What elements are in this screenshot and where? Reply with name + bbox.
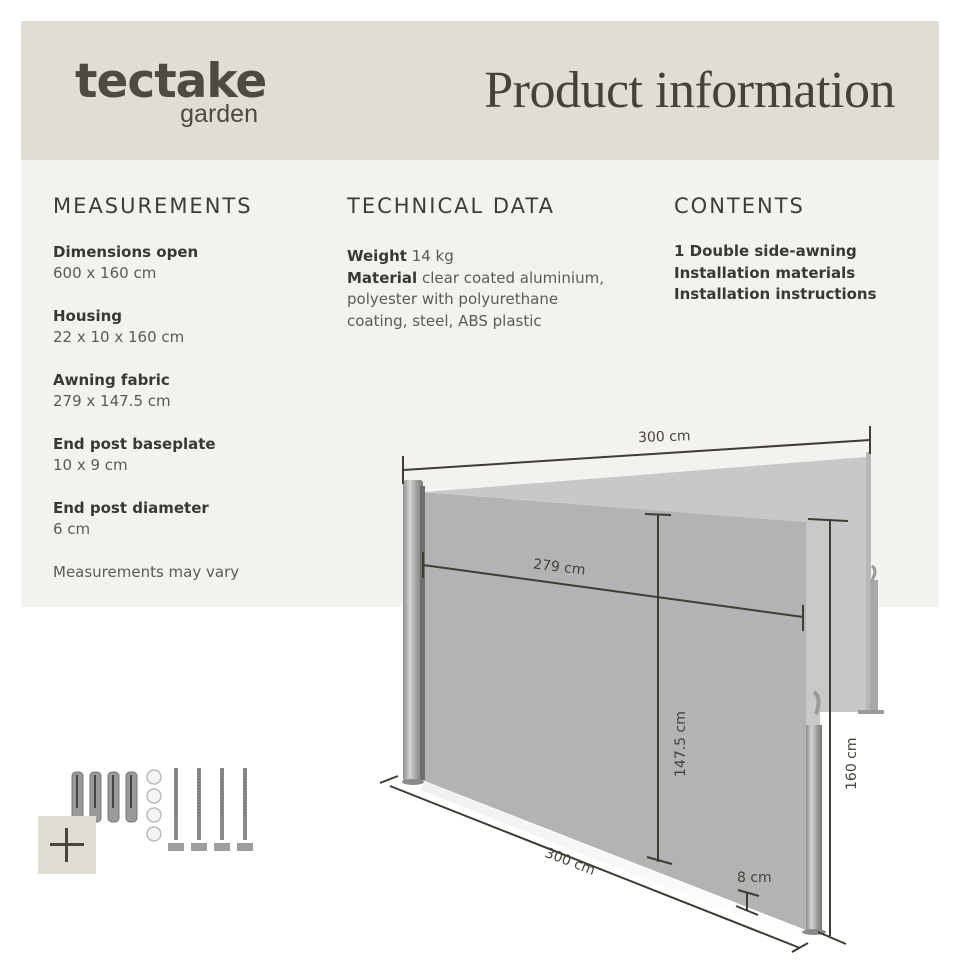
material-value: clear coated aluminium, — [421, 268, 604, 287]
weight-label: Weight — [347, 247, 407, 265]
contents-section: CONTENTS 1 Double side-awning Installati… — [674, 193, 877, 306]
measurement-item: End post baseplate 10 x 9 cm — [53, 434, 253, 476]
screws-icon — [174, 768, 247, 840]
material-label: Material — [347, 268, 418, 287]
dim-total-height: 160 cm — [844, 737, 860, 790]
measurements-section: MEASUREMENTS Dimensions open 600 x 160 c… — [53, 193, 253, 583]
brand-subname: garden — [180, 100, 258, 128]
material-line: Material clear coated aluminium, — [347, 268, 604, 290]
contents-item: 1 Double side-awning — [674, 242, 857, 260]
measurement-label: Dimensions open — [53, 243, 199, 261]
header-banner: tectake garden Product information — [21, 21, 939, 160]
measurement-label: Awning fabric — [53, 371, 170, 389]
measurement-item: End post diameter 6 cm — [53, 498, 253, 540]
washers-icon — [146, 769, 162, 842]
technical-data-section: TECHNICAL DATA Weight 14 kg Material cle… — [347, 193, 604, 332]
measurement-label: Housing — [53, 307, 123, 325]
dim-fabric-height: 147.5 cm — [673, 711, 689, 777]
measurement-item: Housing 22 x 10 x 160 cm — [53, 306, 253, 348]
dowels-icon — [71, 771, 138, 823]
dim-ground-clearance: 8 cm — [737, 870, 772, 886]
contents-heading: CONTENTS — [674, 194, 805, 218]
material-line: coating, steel, ABS plastic — [347, 311, 542, 330]
weight-value: 14 kg — [411, 247, 454, 265]
measurement-item: Awning fabric 279 x 147.5 cm — [53, 370, 253, 412]
technical-data-heading: TECHNICAL DATA — [347, 194, 555, 218]
measurement-value: 600 x 160 cm — [53, 264, 157, 282]
contents-item: Installation materials — [674, 263, 856, 282]
weight-line: Weight 14 kg — [347, 246, 604, 268]
dim-bottom-width: 300 cm — [543, 845, 598, 879]
measurement-value: 22 x 10 x 160 cm — [53, 328, 185, 346]
measurement-value: 10 x 9 cm — [53, 456, 128, 474]
measurement-value: 6 cm — [53, 520, 91, 538]
page-title: Product information — [484, 62, 895, 119]
contents-item: Installation instructions — [674, 285, 877, 303]
plus-icon — [38, 816, 96, 874]
brand-name: tectake — [75, 54, 267, 109]
measurement-value: 279 x 147.5 cm — [53, 392, 171, 410]
measurements-note: Measurements may vary — [53, 563, 240, 581]
measurement-label: End post diameter — [53, 499, 209, 517]
measurements-heading: MEASUREMENTS — [53, 194, 253, 218]
measurement-item: Dimensions open 600 x 160 cm — [53, 242, 253, 284]
material-line: polyester with polyurethane — [347, 290, 559, 308]
brand-logo: tectake garden — [75, 54, 267, 137]
measurement-label: End post baseplate — [53, 435, 216, 453]
